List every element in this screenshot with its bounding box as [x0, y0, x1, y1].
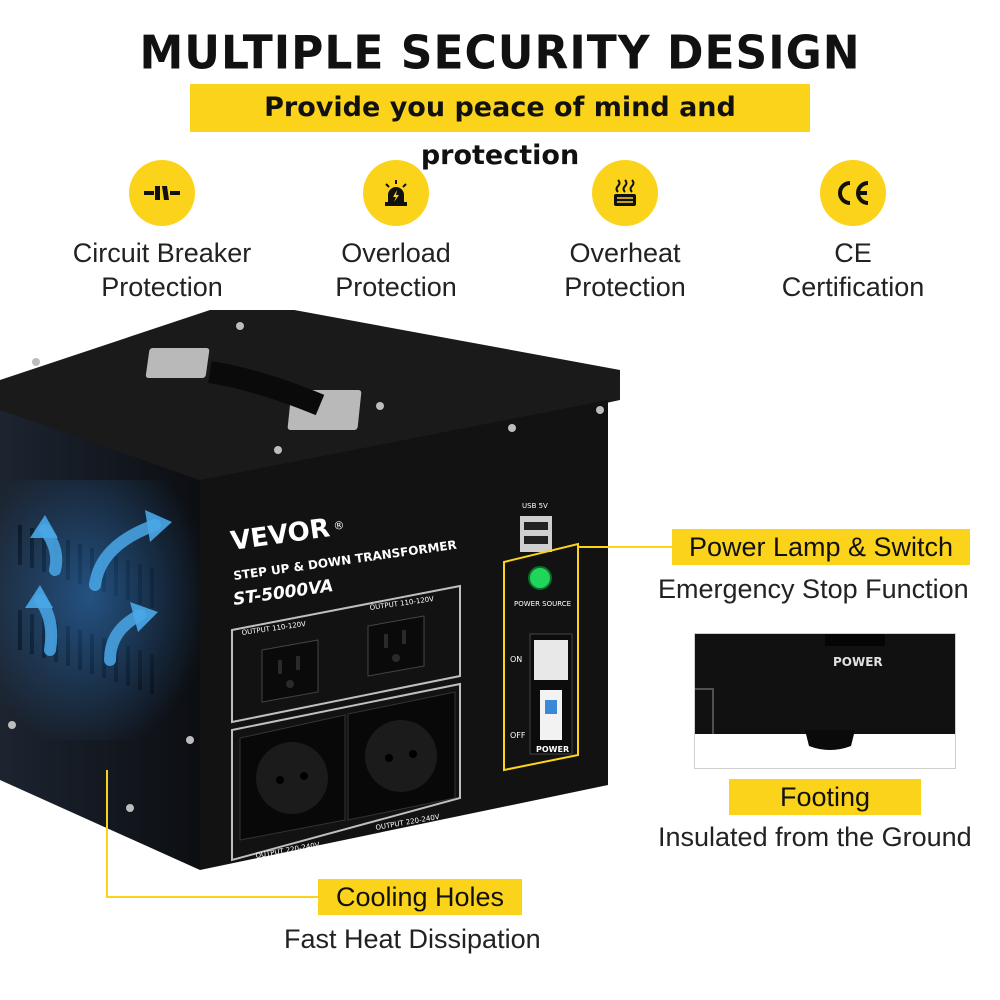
- screws: [8, 322, 604, 812]
- callout-line-cooling-v: [106, 770, 108, 898]
- feature-line1: CE: [834, 238, 872, 268]
- outlet-110-right: [367, 615, 425, 677]
- inset-power-label: POWER: [833, 655, 883, 669]
- callout-line-power: [578, 546, 672, 548]
- circuit-breaker-icon: [129, 160, 195, 226]
- brand-reg: ®: [333, 519, 346, 533]
- power-lamp: [528, 566, 552, 590]
- feature-overload: Overload Protection: [286, 160, 506, 304]
- rubber-foot: [805, 730, 855, 750]
- page-subtitle: Provide you peace of mind and protection: [190, 84, 810, 171]
- feature-line1: Overheat: [569, 238, 681, 268]
- page-title: MULTIPLE SECURITY DESIGN: [139, 26, 861, 81]
- switch-panel-outline: [503, 542, 579, 772]
- transformer-illustration: VEVOR ® STEP UP & DOWN TRANSFORMER ST-50…: [0, 310, 620, 870]
- heat-icon: [592, 160, 658, 226]
- outlet-panel-110: [231, 584, 461, 724]
- callout-line-cooling-h: [106, 896, 318, 898]
- ce-mark-icon: [820, 160, 886, 226]
- callout-footing-sub: Insulated from the Ground: [658, 822, 972, 852]
- label-power: POWER: [536, 745, 569, 754]
- feature-line2: Protection: [564, 272, 686, 302]
- label-on: ON: [510, 655, 522, 664]
- feature-ce: CE Certification: [743, 160, 963, 304]
- callout-power-lamp-sub: Emergency Stop Function: [658, 574, 969, 604]
- callout-cooling-sub: Fast Heat Dissipation: [284, 924, 541, 954]
- alarm-icon: [363, 160, 429, 226]
- callout-power-lamp-tag: Power Lamp & Switch: [672, 529, 970, 565]
- footing-inset: POWER: [694, 633, 956, 769]
- usb-ports: [520, 516, 552, 552]
- feature-line2: Certification: [781, 272, 925, 302]
- feature-line1: Circuit Breaker: [72, 238, 252, 268]
- callout-footing-tag: Footing: [729, 779, 921, 815]
- outlet-110-left: [261, 639, 319, 703]
- feature-line2: Protection: [101, 272, 223, 302]
- feature-circuit-breaker: Circuit Breaker Protection: [52, 160, 272, 304]
- outlet-panel-220: [231, 682, 461, 862]
- feature-line2: Protection: [335, 272, 457, 302]
- label-usb: USB 5V: [522, 502, 548, 510]
- feature-line1: Overload: [341, 238, 451, 268]
- feature-overheat: Overheat Protection: [515, 160, 735, 304]
- callout-cooling-tag: Cooling Holes: [318, 879, 522, 915]
- carry-handle: [145, 348, 362, 430]
- label-power-source: POWER SOURCE: [514, 600, 571, 608]
- label-off: OFF: [510, 731, 526, 740]
- airflow-glow: [0, 480, 200, 740]
